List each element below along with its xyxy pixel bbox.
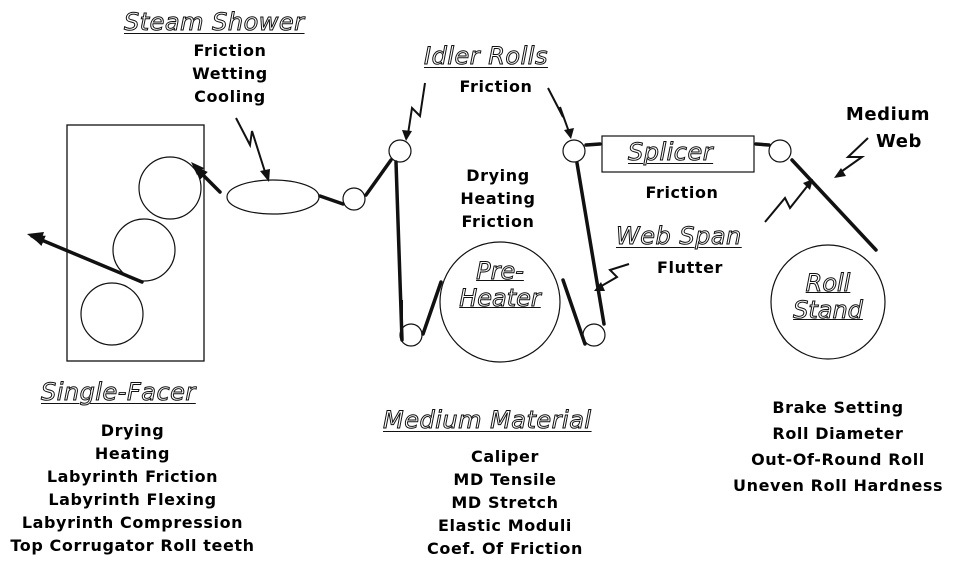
idler-right-callout [547,87,570,133]
idler-left-callout [407,82,426,135]
arrowhead-single-facer-exit [27,232,44,244]
single-facer-factor: Labyrinth Flexing [48,490,217,509]
idler-rolls-title: Idler Rolls [424,42,548,71]
single-facer-factor: Labyrinth Compression [21,513,244,532]
steam-shower-callout [235,117,267,176]
medium-material-factor: Caliper [471,447,539,466]
single-facer-roll-bottom [80,282,144,346]
preheater-factors: Drying Heating Friction [448,164,548,233]
arrowhead-idler-right-callout [564,128,574,139]
web-span-factor: Flutter [656,258,724,277]
medium-web-line: Medium [845,104,931,125]
arrowhead-idler-left-callout [402,130,412,141]
pre-heater-circle [439,241,561,363]
steam-shower-title: Steam Shower [124,8,305,37]
medium-material-factor: MD Tensile [453,470,557,489]
single-facer-box [66,124,205,362]
single-facer-factors: Drying Heating Labyrinth Friction Labyri… [0,419,265,557]
pre-heater-label: Pre- Heater [440,257,560,312]
single-facer-factor: Labyrinth Friction [46,467,219,486]
arrowhead-preheater-callout [594,282,605,291]
callout-arrows [235,82,869,289]
single-facer-factor: Top Corrugator Roll teeth [10,536,255,555]
medium-material-factor: Elastic Moduli [437,516,573,535]
roll-stand-factor: Out-Of-Round Roll [751,450,925,469]
roll-stand-label-line1: Roll [805,269,851,297]
preheater-factor: Heating [460,189,536,208]
arrowhead-web-span-callout [803,179,813,190]
steam-shower-ellipse [226,179,320,215]
steam-shower-factor: Wetting [192,64,268,83]
preheater-factor: Friction [461,212,535,231]
roll-stand-factors: Brake Setting Roll Diameter Out-Of-Round… [733,395,943,499]
preheater-callout [597,263,630,289]
idler-roll-left [388,139,412,163]
steam-shower-factors: Friction Wetting Cooling [180,39,280,108]
preheater-factor: Drying [466,166,530,185]
pre-heater-label-line1: Pre- [476,257,525,285]
roll-stand-factor: Brake Setting [772,398,904,417]
single-facer-factor: Heating [94,444,171,463]
pre-heater-label-line2: Heater [459,284,542,312]
medium-material-factor: MD Stretch [451,493,559,512]
medium-material-factors: Caliper MD Tensile MD Stretch Elastic Mo… [420,445,590,560]
idler-roll-center [562,139,586,163]
single-facer-roll-middle [112,218,176,282]
roll-stand-label: Roll Stand [778,269,878,324]
splicer-factor: Friction [645,183,719,202]
small-idler-roll [342,187,366,211]
roll-stand-label-line2: Stand [793,296,864,324]
roll-stand-circle [770,244,886,360]
steam-shower-factor: Friction [193,41,267,60]
splicer-box [601,135,755,173]
web-span-callout [764,183,810,223]
steam-shower-factor: Cooling [194,87,266,106]
arrowhead-roll-top [191,162,204,175]
splicer-title: Splicer [627,138,714,167]
medium-material-factor: Coef. Of Friction [427,539,583,558]
single-facer-roll-top [138,156,202,220]
medium-web-callout [837,137,869,175]
single-facer-title: Single-Facer [41,378,196,407]
single-facer-factor: Drying [100,421,165,440]
medium-web-line: Web [875,131,923,152]
idler-roll-right [768,139,792,163]
web-span-title: Web Span [616,222,742,251]
medium-web-label: Medium Web [838,101,938,155]
roll-stand-factor: Roll Diameter [772,424,904,443]
roll-stand-factor: Uneven Roll Hardness [733,476,944,495]
idler-rolls-factor: Friction [459,77,533,96]
arrowhead-medium-web-callout [834,168,846,178]
arrowhead-steam-shower-callout [260,169,270,182]
medium-material-title: Medium Material [383,406,592,435]
